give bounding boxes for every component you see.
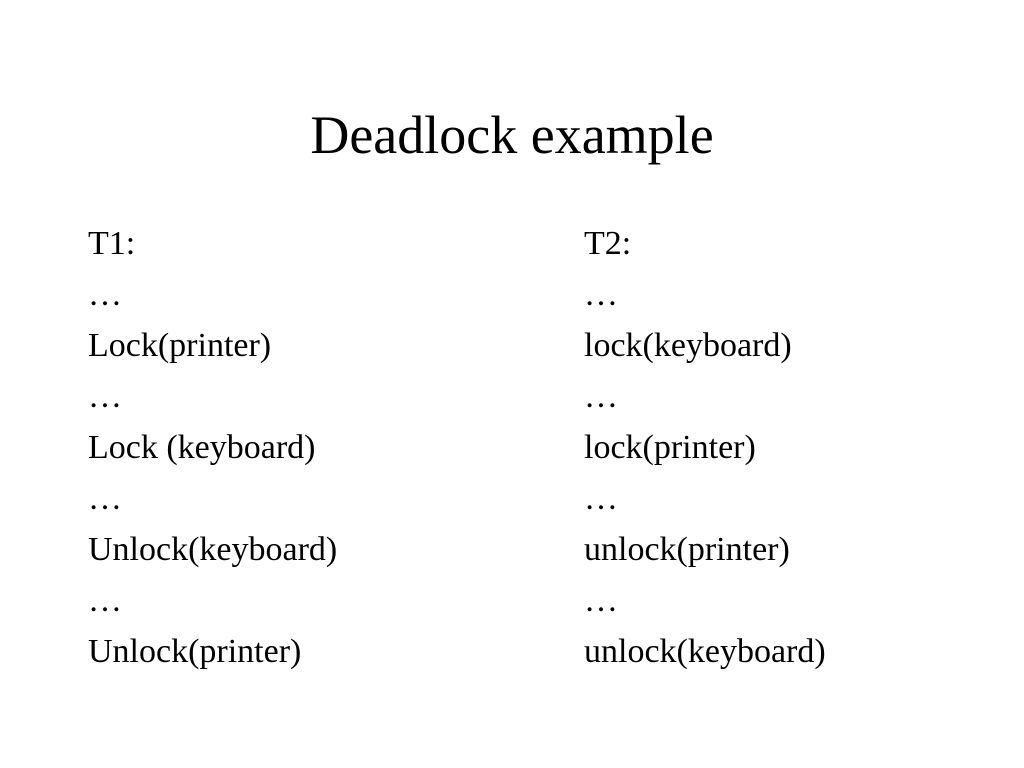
t1-line: … — [88, 480, 122, 517]
t2-line: lock(keyboard) — [584, 327, 792, 364]
slide-title: Deadlock example — [310, 105, 714, 165]
t2-line: … — [584, 378, 618, 415]
thread-t2-column: T2: … lock(keyboard) … lock(printer) … u… — [584, 222, 826, 681]
t2-line: unlock(printer) — [584, 531, 790, 568]
t2-line: unlock(keyboard) — [584, 633, 826, 670]
t1-line: Unlock(printer) — [88, 633, 302, 670]
t2-line: lock(printer) — [584, 429, 756, 466]
t2-line: T2: — [584, 225, 632, 262]
thread-t1-column: T1: … Lock(printer) … Lock (keyboard) … … — [88, 222, 337, 681]
t2-line: … — [584, 276, 618, 313]
t1-line: Lock(printer) — [88, 327, 272, 364]
t2-line: … — [584, 582, 618, 619]
t1-line: … — [88, 582, 122, 619]
t1-line: Unlock(keyboard) — [88, 531, 338, 568]
t1-line: … — [88, 276, 122, 313]
t1-line: T1: — [88, 225, 136, 262]
t1-line: Lock (keyboard) — [88, 429, 316, 466]
t1-line: … — [88, 378, 122, 415]
t2-line: … — [584, 480, 618, 517]
